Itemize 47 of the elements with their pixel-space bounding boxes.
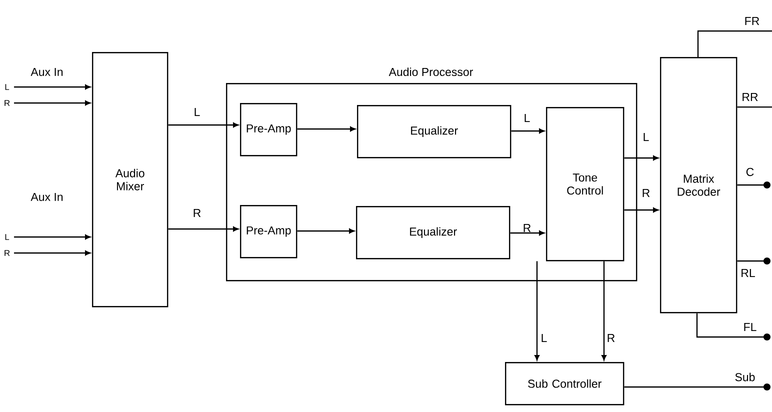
arrow — [168, 226, 238, 232]
arrow — [511, 128, 544, 134]
arrow — [297, 228, 354, 234]
edge-label: L — [194, 108, 200, 116]
block-box: Matrix Decoder — [660, 57, 738, 314]
arrow — [297, 126, 356, 132]
edge-label: RR — [742, 93, 758, 101]
arrow — [624, 384, 770, 390]
block-box: Pre-Amp — [240, 205, 298, 258]
input-label: Aux In — [30, 193, 63, 201]
block-box: Equalizer — [356, 206, 510, 260]
arrow — [602, 261, 606, 360]
edge-label: R — [194, 209, 201, 217]
arrow — [624, 156, 658, 160]
arrow — [737, 182, 770, 188]
arrow — [737, 258, 770, 264]
edge-label: R — [524, 224, 531, 232]
arrow — [14, 250, 90, 256]
arrow — [534, 261, 540, 360]
arrow — [696, 313, 770, 340]
edge-label: FR — [745, 17, 760, 25]
arrow — [14, 100, 90, 106]
block-box: Audio Mixer — [92, 52, 168, 308]
input-label: Aux In — [30, 68, 63, 76]
arrow — [510, 230, 544, 236]
arrow — [624, 208, 658, 212]
edge-label: C — [746, 168, 754, 176]
edge-label: R — [4, 250, 10, 256]
edge-label: Sub — [735, 372, 755, 382]
edge-label: L — [5, 234, 10, 240]
arrow — [14, 234, 90, 240]
edge-label: L — [524, 114, 530, 122]
edge-label: L — [5, 84, 10, 90]
edge-label: L — [542, 334, 547, 342]
edge-label: L — [644, 133, 649, 141]
arrow — [14, 84, 90, 90]
edge-label: R — [608, 334, 615, 342]
edge-label: R — [4, 100, 10, 106]
block-box: Sub Controller — [505, 362, 624, 406]
edge-label: FL — [744, 323, 756, 331]
block-box: Equalizer — [357, 105, 512, 158]
block-box: Tone Control — [546, 107, 624, 262]
arrow — [168, 122, 238, 128]
edge-label: R — [642, 189, 650, 197]
block-box: Pre-Amp — [240, 103, 298, 156]
edge-label: RL — [742, 269, 755, 277]
group-heading: Audio Processor — [388, 68, 473, 76]
